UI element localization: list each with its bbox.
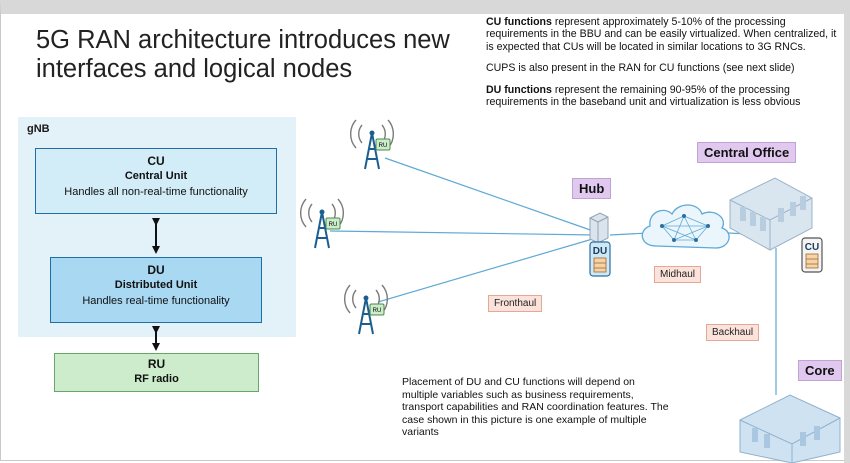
cu-functions-text: represent approximately 5-10% of the pro… (486, 16, 837, 53)
cell-tower-icon: RU (344, 284, 388, 335)
cu-abbr: CU (147, 154, 165, 168)
cu-functions-heading: CU functions (486, 16, 552, 28)
ru-tag-3: RU (373, 308, 382, 314)
core-datacenter-icon (739, 394, 841, 463)
du-abbr: DU (147, 263, 165, 277)
du-box: DU Distributed Unit Handles real-time fu… (50, 257, 262, 323)
datacenter-icon (729, 177, 813, 251)
fronthaul-label: Fronthaul (488, 295, 543, 312)
cell-tower-icon: RU (300, 198, 344, 249)
ru-name: RF radio (134, 373, 179, 385)
midhaul-label: Midhaul (654, 266, 702, 283)
hub-label: Hub (572, 178, 612, 199)
cell-tower-icon: RU (350, 119, 394, 170)
cu-functions-note: CU functions represent approximately 5-1… (486, 16, 846, 53)
cu-device-tag: CU (805, 242, 819, 253)
du-name: Distributed Unit (114, 279, 198, 291)
du-desc: Handles real-time functionality (82, 295, 230, 307)
cu-name: Central Unit (124, 170, 188, 182)
ru-tag-1: RU (379, 143, 388, 149)
cloud-network-icon (641, 204, 730, 249)
notes-block: CU functions represent approximately 5-1… (486, 16, 846, 117)
central-office-label: Central Office (697, 142, 797, 163)
slide-edge (844, 0, 850, 463)
du-functions-heading: DU functions (486, 83, 552, 96)
ru-box: RU RF radio (54, 353, 259, 392)
cu-desc: Handles all non-real-time functionality (64, 186, 248, 198)
placement-note: Placement of DU and CU functions will de… (402, 376, 669, 438)
link-lines (329, 157, 791, 395)
ru-abbr: RU (147, 357, 166, 371)
core-label: Core (798, 360, 842, 381)
du-device-icon: DU (589, 241, 611, 277)
du-functions-note: DU functions represent the remaining 90-… (486, 84, 846, 109)
backhaul-label: Backhaul (706, 324, 760, 341)
gnb-label: gNB (27, 123, 50, 135)
cu-device-icon: CU (801, 237, 823, 273)
slide-title: 5G RAN architecture introduces new inter… (36, 26, 450, 83)
ru-tag-2: RU (329, 222, 338, 228)
du-functions-text: represent the remaining 90-95% of the pr… (486, 83, 801, 109)
du-device-tag: DU (593, 246, 607, 257)
cups-note: CUPS is also present in the RAN for CU f… (486, 62, 795, 75)
hub-server-icon (589, 212, 609, 244)
cu-box: CU Central Unit Handles all non-real-tim… (35, 148, 277, 214)
